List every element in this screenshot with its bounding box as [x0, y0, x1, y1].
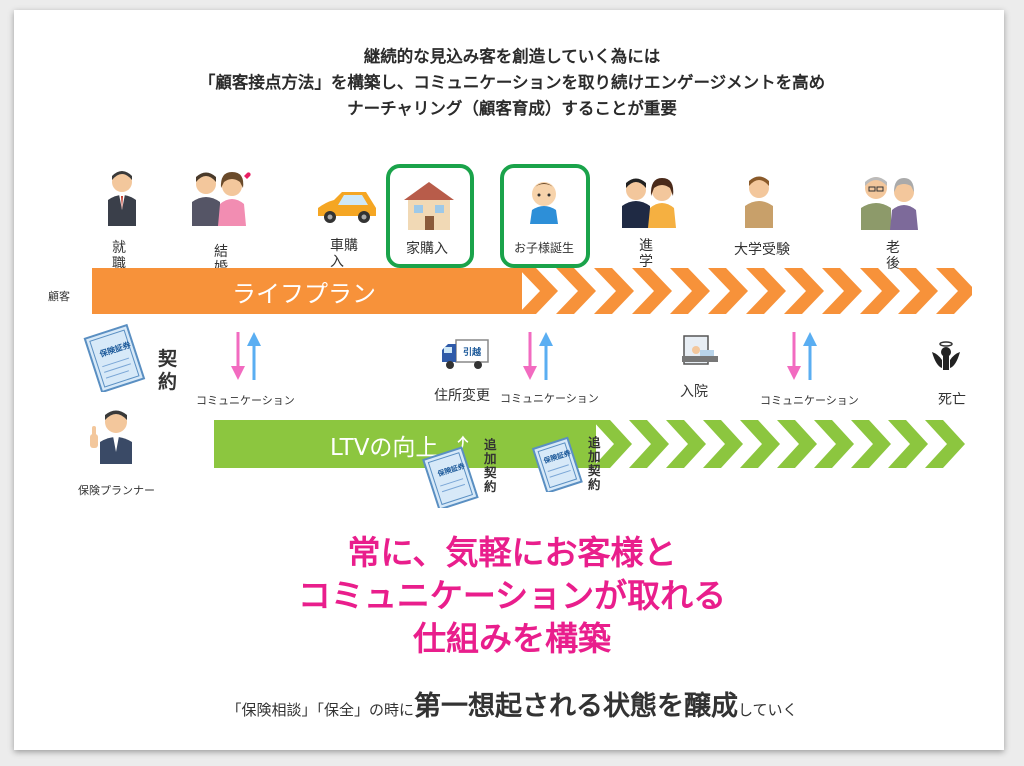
chevron-arrow — [746, 268, 786, 314]
event-label-daigaku: 大学受験 — [734, 242, 790, 258]
baby-icon — [530, 182, 558, 224]
additional-certificate-icon-2: 保険証券 — [531, 436, 583, 492]
additional-contract-label-1: 追加契約 — [484, 437, 497, 494]
communication-label-3: コミュニケーション — [760, 394, 859, 407]
angel-icon — [932, 341, 960, 370]
chevron-arrow — [708, 268, 748, 314]
chevron-arrow — [860, 268, 900, 314]
chevron-arrow — [703, 420, 743, 468]
chevron-arrow — [666, 420, 706, 468]
message-line-3: 仕組みを構築 — [413, 619, 611, 658]
header-line-1: 継続的な見込み客を創造していく為には — [363, 47, 661, 66]
chevron-arrow — [925, 420, 965, 468]
communication-arrows-3 — [787, 332, 817, 380]
footer-prefix: 「保険相談」「保全」の時に — [226, 701, 414, 719]
footer-emphasis: 第一想起される状態を醸成 — [413, 691, 738, 722]
chevron-arrow — [936, 268, 972, 314]
communication-arrows-2 — [523, 332, 553, 380]
chevron-arrow — [518, 268, 558, 314]
additional-certificate-icon-1: 保険証券 — [422, 446, 479, 508]
message-line-2: コミュニケーションが取れる — [297, 576, 727, 615]
event-label-kuruma: 車購入 — [330, 238, 358, 270]
chevron-arrow — [822, 268, 862, 314]
planner-icon — [90, 410, 132, 464]
event-label-shingaku: 進学 — [639, 238, 653, 270]
communication-arrows-1 — [231, 332, 261, 380]
event-label-jusho: 住所変更 — [434, 388, 490, 404]
chevron-arrow — [592, 420, 632, 468]
businessman-icon — [108, 171, 136, 226]
footer-suffix: していく — [737, 701, 798, 719]
additional-contract-label-2: 追加契約 — [588, 435, 601, 492]
footer-text: 「保険相談」「保全」の時に第一想起される状態を醸成していく — [0, 684, 1024, 723]
event-label-kodomo: お子様誕生 — [514, 241, 575, 255]
event-label-ie: 家購入 — [406, 241, 448, 257]
chevron-arrow — [740, 420, 780, 468]
elderly-couple-icon — [861, 177, 918, 230]
chevron-arrow — [851, 420, 891, 468]
students-icon — [622, 178, 676, 228]
header-line-3: ナーチャリング（顧客育成）することが重要 — [347, 99, 677, 118]
chevron-arrow — [784, 268, 824, 314]
chevron-arrow — [594, 268, 634, 314]
moving-truck-icon: 引越 — [442, 339, 489, 369]
chevron-arrow — [888, 420, 928, 468]
event-label-nyuin: 入院 — [680, 384, 708, 400]
contract-label: 契約 — [158, 348, 178, 393]
ltv-band — [214, 420, 965, 468]
certificate-icon: 保険証券 — [83, 323, 146, 392]
life-plan-label: ライフプラン — [232, 280, 376, 308]
customer-label: 顧客 — [48, 290, 70, 303]
car-icon — [318, 192, 376, 223]
chevron-arrow — [777, 420, 817, 468]
chevron-arrow — [670, 268, 710, 314]
life-plan-band — [92, 268, 972, 314]
chevron-arrow — [556, 268, 596, 314]
message-line-1: 常に、気軽にお客様と — [347, 533, 677, 572]
couple-icon — [192, 172, 251, 226]
svg-text:引越: 引越 — [463, 346, 482, 358]
highlight-frame-house — [386, 164, 474, 268]
chevron-arrow — [632, 268, 672, 314]
student-icon — [745, 176, 773, 228]
highlight-frame-baby — [500, 164, 590, 268]
event-label-shibo: 死亡 — [938, 392, 966, 408]
planner-label: 保険プランナー — [78, 484, 155, 497]
hospital-bed-icon — [682, 335, 718, 365]
header-line-2: 「顧客接点方法」を構築し、コミュニケーションを取り続けエンゲージメントを高め — [198, 73, 826, 92]
event-label-rougo: 老後 — [886, 240, 900, 272]
chevron-arrow — [814, 420, 854, 468]
communication-label-2: コミュニケーション — [500, 392, 599, 405]
chevron-arrow — [629, 420, 669, 468]
communication-label-1: コミュニケーション — [196, 394, 295, 407]
chevron-arrow — [898, 268, 938, 314]
slide — [14, 10, 1004, 750]
house-icon — [404, 182, 454, 230]
